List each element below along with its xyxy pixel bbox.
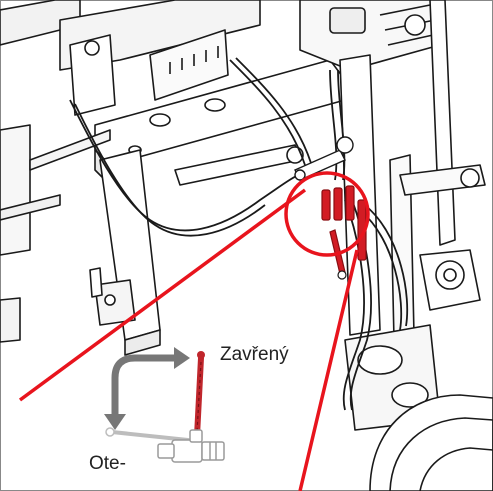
highlighted-valves (321, 185, 367, 280)
label-closed: Zavřený (220, 344, 289, 365)
circle-callout (284, 171, 370, 257)
valve-handles (294, 136, 354, 181)
valve-handle-open (110, 430, 190, 442)
label-open: Ote- (89, 453, 126, 474)
rotate-arrow-icon (104, 347, 190, 430)
ball-valve-icon (105, 351, 225, 463)
hydraulic-hoses (69, 57, 409, 411)
leader-line-bottom (298, 249, 359, 491)
leader-line-left (18, 188, 307, 402)
